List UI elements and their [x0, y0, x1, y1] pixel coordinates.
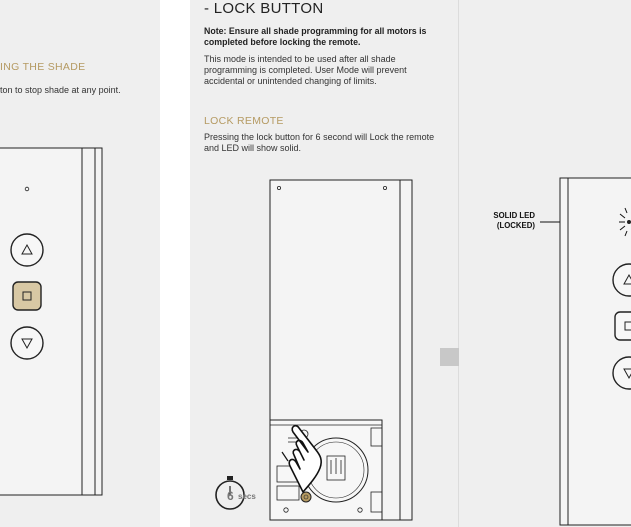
up-button[interactable]: [612, 263, 631, 297]
remote-locked-illustration: [540, 177, 631, 526]
up-arrow-icon: [623, 273, 631, 285]
timer-unit: secs: [238, 492, 256, 501]
down-button[interactable]: [10, 326, 44, 360]
remote-back-illustration: 6 secs: [215, 179, 413, 521]
lock-button-panel: - LOCK BUTTON Note: Ensure all shade pro…: [190, 0, 459, 527]
lock-instruction-text: Pressing the lock button for 6 second wi…: [204, 132, 435, 153]
stop-square-icon: [624, 321, 631, 331]
remote-illustration: [0, 147, 103, 496]
locked-state-panel: SOLID LED (LOCKED): [459, 0, 631, 527]
led-burst-icon: [619, 207, 631, 237]
down-button[interactable]: [612, 356, 631, 390]
page-title: - LOCK BUTTON: [204, 0, 324, 17]
up-button[interactable]: [10, 233, 44, 267]
hand-pointer-icon: [281, 424, 323, 493]
lock-button[interactable]: [300, 491, 312, 503]
solid-led-callout: SOLID LED (LOCKED): [493, 211, 535, 230]
instruction-text: ton to stop shade at any point.: [0, 85, 121, 95]
stop-button[interactable]: [614, 311, 631, 341]
section-heading: ING THE SHADE: [0, 61, 86, 73]
led-indicator: [24, 186, 30, 192]
left-instruction-panel: ING THE SHADE ton to stop shade at any p…: [0, 0, 160, 527]
note-text: Note: Ensure all shade programming for a…: [204, 26, 427, 47]
mode-description: This mode is intended to be used after a…: [204, 54, 407, 86]
stop-button[interactable]: [12, 281, 42, 311]
down-arrow-icon: [21, 338, 33, 350]
stopwatch-icon: 6 secs: [215, 476, 256, 510]
down-arrow-icon: [623, 368, 631, 380]
battery-compartment: [269, 419, 383, 521]
timer-number: 6: [227, 489, 234, 503]
up-arrow-icon: [21, 243, 33, 255]
lock-remote-heading: LOCK REMOTE: [204, 115, 284, 127]
stop-square-icon: [22, 291, 32, 301]
